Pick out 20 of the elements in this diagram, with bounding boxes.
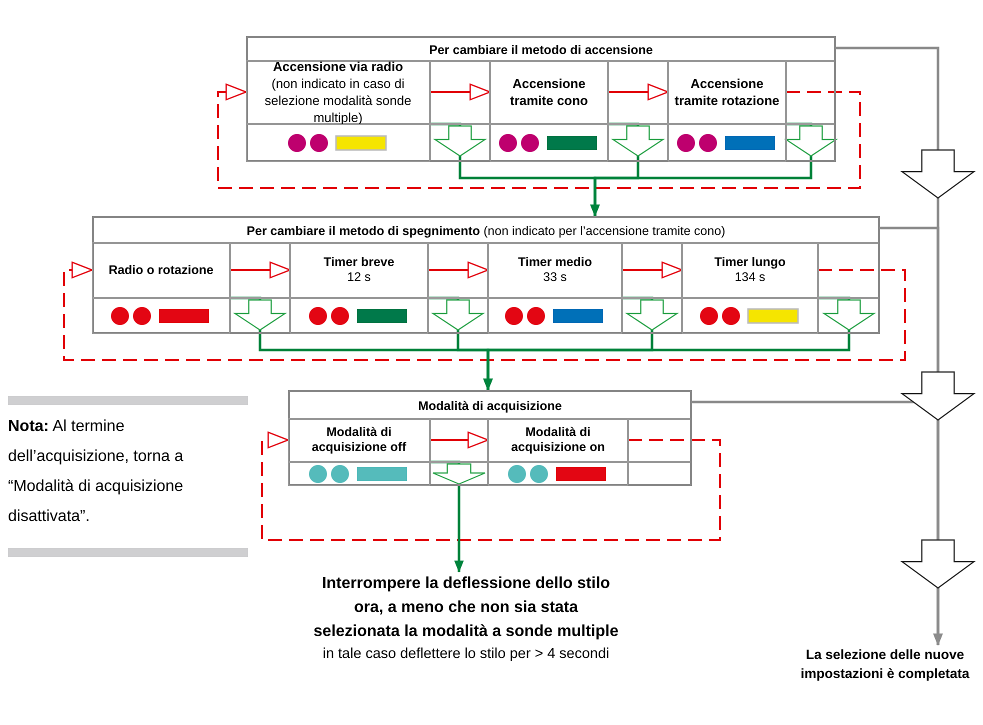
- arrow: [622, 262, 683, 278]
- arrow: [608, 84, 669, 100]
- settings-panel: [288, 390, 692, 486]
- result-text: La selezione delle nuove impostazioni è completata: [800, 645, 970, 683]
- instruction-note: in tale caso deflettere lo stilo per > 4 secondi: [322, 645, 610, 664]
- arrow: [428, 262, 489, 278]
- panel-title: Per cambiare il metodo di spegnimento (non indicato per l’accensione tramite cono): [246, 224, 726, 238]
- loop-back-arrow: [261, 432, 721, 541]
- loop-back-arrow: [63, 262, 906, 361]
- arrow: [430, 84, 491, 100]
- arrow: [230, 262, 291, 278]
- arrow: [483, 296, 876, 391]
- arrow: [430, 460, 486, 573]
- instruction-text: Interrompere la deflessione dello stilo ora, a meno che non sia stata selezionata la modalità a sonde multiple: [312, 574, 620, 642]
- note-text: Nota: Al termine dell’acquisizione, torna a “Modalità di acquisizione disattivata”.: [8, 417, 184, 527]
- settings-panel: [246, 36, 836, 162]
- arrow: [430, 432, 489, 448]
- settings-panel: [92, 216, 880, 334]
- panel-title: Per cambiare il metodo di accensione: [429, 42, 653, 56]
- panel-title: Modalità di acquisizione: [418, 398, 562, 412]
